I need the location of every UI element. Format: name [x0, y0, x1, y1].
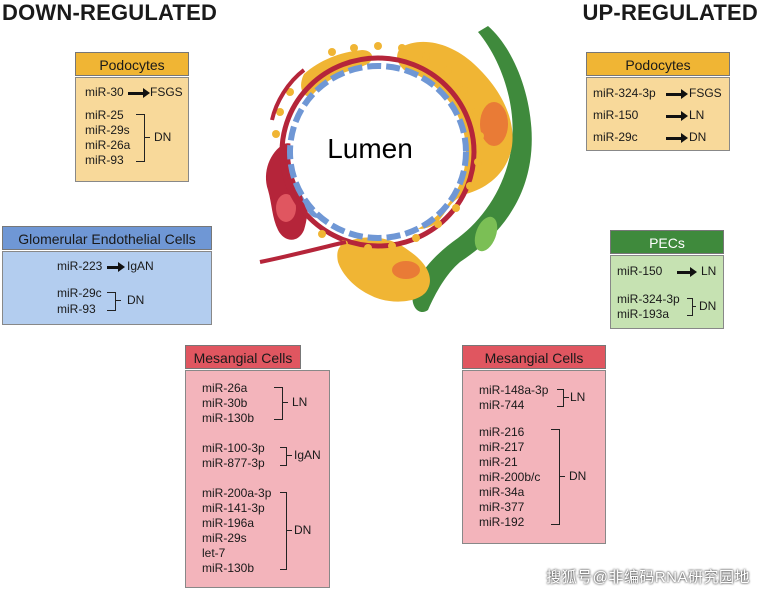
down-endo-box: miR-223 IgAN miR-29c miR-93 DN	[2, 251, 212, 325]
down-mes-dn3: miR-29s	[202, 531, 247, 545]
up-podocytes-box: miR-324-3p FSGS miR-150 LN miR-29c DN	[586, 77, 730, 151]
up-mes-dn2: miR-21	[479, 455, 518, 469]
down-podocytes-title: Podocytes	[75, 52, 189, 76]
down-mes-dn: DN	[294, 523, 312, 537]
down-endo-title: Glomerular Endothelial Cells	[2, 226, 212, 250]
foot-processes	[272, 42, 484, 252]
down-podo-g3: miR-93	[85, 153, 124, 167]
heading-down-regulated: DOWN-REGULATED	[2, 0, 218, 25]
up-pecs-title: PECs	[610, 230, 724, 254]
podocyte-nucleus	[480, 102, 508, 146]
down-mes-dn2: miR-196a	[202, 516, 255, 530]
down-endo-g1: miR-93	[57, 302, 96, 316]
up-mes-box: miR-148a-3p miR-744 LN miR-216 miR-217 m…	[462, 370, 606, 544]
glomerular-basement-membrane	[279, 55, 477, 249]
up-podocytes-title: Podocytes	[586, 52, 730, 76]
up-podo-r0-mir: miR-324-3p	[593, 86, 656, 100]
down-mes-dn4: let-7	[202, 546, 226, 560]
down-mes-ln2: miR-130b	[202, 411, 255, 425]
up-mes-title: Mesangial Cells	[462, 345, 606, 369]
podocyte-cell-bottom	[337, 237, 430, 302]
down-mes-igan0: miR-100-3p	[202, 441, 265, 455]
podocyte-nucleus-bottom	[392, 261, 420, 279]
down-mes-ln1: miR-30b	[202, 396, 248, 410]
down-endo-igan: IgAN	[127, 259, 154, 273]
up-mes-ln: LN	[570, 390, 586, 404]
up-mes-ln1: miR-744	[479, 398, 525, 412]
up-pecs-box: miR-150 LN miR-324-3p miR-193a DN	[610, 255, 724, 329]
up-mes-dn: DN	[569, 469, 587, 483]
down-podo-g0: miR-25	[85, 108, 124, 122]
up-podo-r2-mir: miR-29c	[593, 130, 638, 144]
up-pecs-ln: LN	[701, 264, 717, 278]
down-mes-dn0: miR-200a-3p	[202, 486, 272, 500]
up-podo-r1-disease: LN	[689, 108, 705, 122]
pec-nucleus	[474, 216, 498, 252]
down-podocytes-box: miR-30 FSGS miR-25 miR-29s miR-26a miR-9…	[75, 77, 189, 182]
down-podo-g2: miR-26a	[85, 138, 131, 152]
lumen-label: Lumen	[327, 133, 413, 164]
down-podo-mir30: miR-30	[85, 85, 124, 99]
mesangial-nucleus	[276, 194, 296, 222]
down-mes-ln0: miR-26a	[202, 381, 248, 395]
up-pecs-dn: DN	[699, 299, 717, 313]
down-mes-title: Mesangial Cells	[185, 345, 301, 369]
up-podo-r2-disease: DN	[689, 130, 707, 144]
down-mes-igan1: miR-877-3p	[202, 456, 265, 470]
up-mes-dn4: miR-34a	[479, 485, 525, 499]
up-podo-r0-disease: FSGS	[689, 86, 722, 100]
down-podo-arrow	[128, 88, 150, 98]
lumen	[290, 66, 466, 238]
up-podo-r1-mir: miR-150	[593, 108, 639, 122]
up-mes-dn0: miR-216	[479, 425, 525, 439]
heading-up-regulated: UP-REGULATED	[582, 0, 758, 25]
down-podo-g1: miR-29s	[85, 123, 130, 137]
up-pecs-g0: miR-324-3p	[617, 292, 680, 306]
up-pecs-g1: miR-193a	[617, 307, 670, 321]
up-mes-dn1: miR-217	[479, 440, 525, 454]
down-mes-dn5: miR-130b	[202, 561, 255, 575]
down-mes-ln: LN	[292, 395, 308, 409]
up-mes-ln0: miR-148a-3p	[479, 383, 549, 397]
fenestrated-endothelium	[287, 63, 469, 241]
down-podo-dn: DN	[154, 130, 172, 144]
up-mes-dn3: miR-200b/c	[479, 470, 541, 484]
up-mes-dn6: miR-192	[479, 515, 525, 529]
down-endo-mir223: miR-223	[57, 259, 103, 273]
watermark: 搜狐号@非编码RNA研究园地	[546, 569, 750, 586]
glomerulus-diagram: Lumen	[259, 26, 532, 312]
down-mes-dn1: miR-141-3p	[202, 501, 265, 515]
down-mes-box: miR-26a miR-30b miR-130b LN miR-100-3p m…	[185, 370, 330, 588]
down-podo-fsgs: FSGS	[150, 85, 183, 99]
down-endo-arrow	[107, 262, 125, 272]
up-mes-dn5: miR-377	[479, 500, 525, 514]
down-mes-igan: IgAN	[294, 448, 321, 462]
up-pecs-mir150: miR-150	[617, 264, 663, 278]
down-endo-dn: DN	[127, 293, 145, 307]
down-endo-g0: miR-29c	[57, 286, 102, 300]
